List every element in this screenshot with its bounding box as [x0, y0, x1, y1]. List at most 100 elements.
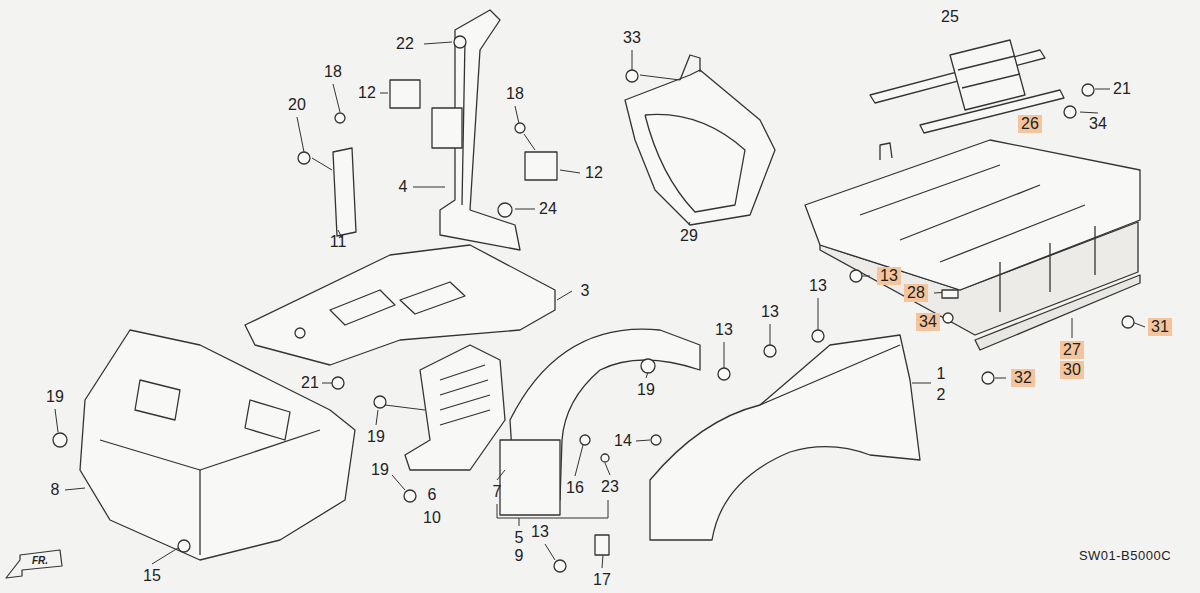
leader-lines [297, 117, 304, 152]
callout-number: 13 [809, 277, 827, 295]
leader-lines [575, 445, 583, 476]
under-panel-26 [860, 165, 1000, 215]
callout-number: 31 [1148, 318, 1172, 336]
bracket-25 [962, 74, 1020, 88]
air-duct-6 [405, 345, 505, 470]
callout-number: 18 [506, 85, 524, 103]
leader-lines [560, 170, 580, 173]
leader-lines [515, 209, 535, 210]
bracket-25 [870, 40, 1064, 133]
leader-lines [995, 378, 1006, 379]
bracket-25 [950, 40, 1025, 110]
under-panel-26 [940, 205, 1085, 262]
callout-number: 13 [877, 267, 901, 285]
callout-number: 25 [941, 8, 959, 26]
callout-number: 33 [623, 29, 641, 47]
callout-number: 2 [937, 386, 946, 404]
bracket-12 [390, 80, 420, 108]
callout-number: 11 [330, 233, 347, 251]
leader-lines [557, 291, 572, 300]
front-arrow [6, 550, 62, 578]
leader-lines [912, 383, 931, 384]
leader-lines [724, 342, 725, 368]
undercover-8 [135, 380, 180, 420]
under-panel-26 [900, 185, 1040, 240]
callout-number: 19 [371, 461, 389, 479]
callout-number: 26 [1018, 115, 1042, 133]
callout-number: 28 [904, 284, 928, 302]
callout-number: 22 [396, 35, 414, 53]
leader-lines [65, 488, 85, 490]
bolts [718, 368, 730, 380]
callout-number: 21 [1113, 80, 1131, 98]
bolts [554, 560, 566, 572]
callout-number: 18 [324, 63, 342, 81]
plate-11 [333, 148, 356, 236]
leader-lines [632, 50, 633, 70]
bolts [1082, 84, 1094, 96]
callout-number: 13 [715, 321, 733, 339]
bolts [595, 535, 609, 555]
callout-number: 5 [515, 529, 524, 547]
leader-lines [497, 470, 505, 480]
callout-number: 1 [937, 365, 946, 383]
leader-lines [392, 475, 405, 490]
callout-number: 29 [680, 227, 698, 245]
leader-lines [605, 463, 610, 475]
callout-number: 10 [423, 509, 441, 527]
bracket-12 [390, 80, 557, 180]
leader-lines [376, 410, 378, 425]
under-panel-26 [1049, 243, 1050, 292]
leader-lines [862, 276, 870, 277]
leader-lines [602, 555, 603, 568]
callout-number: 3 [581, 282, 590, 300]
under-panel-26 [880, 143, 892, 160]
callout-number: 19 [367, 428, 385, 446]
bolts [454, 36, 466, 48]
plate-11 [333, 148, 356, 236]
bolts [850, 270, 862, 282]
callout-number: 19 [46, 388, 64, 406]
fender-1 [650, 335, 920, 540]
pillar-4 [432, 10, 520, 250]
air-duct-6 [440, 395, 490, 410]
bolts [335, 113, 345, 123]
bolts [942, 290, 958, 298]
callout-number: 30 [1060, 361, 1084, 379]
callout-number: 7 [493, 483, 502, 501]
callout-number: 23 [601, 478, 619, 496]
undercover-3 [245, 245, 555, 365]
leader-lines [413, 187, 445, 188]
leader-lines [385, 405, 425, 410]
bolts [298, 152, 310, 164]
fender-1 [760, 345, 900, 405]
bolts [943, 313, 953, 323]
undercover-3 [245, 245, 555, 365]
bolts [498, 203, 512, 217]
leader-lines [333, 84, 340, 112]
bolts [515, 123, 525, 133]
leader-lines [545, 544, 555, 560]
bolts [374, 396, 386, 408]
undercover-8 [80, 330, 355, 560]
under-panel-26 [805, 140, 1140, 290]
leader-lines [640, 75, 680, 80]
duct-29 [645, 114, 745, 212]
callout-number: 24 [539, 200, 557, 218]
bolts [982, 372, 994, 384]
bolts [626, 70, 638, 82]
bolts [53, 433, 67, 447]
air-duct-6 [440, 365, 485, 380]
leader-lines [55, 409, 58, 432]
duct-29 [680, 55, 700, 80]
fender-1 [650, 335, 920, 540]
undercover-3 [295, 328, 305, 338]
side-strip-27 [975, 275, 1140, 350]
undercover-8 [100, 430, 320, 470]
pillar-4 [432, 108, 462, 148]
duct-29 [625, 55, 775, 225]
duct-29 [625, 70, 775, 225]
bolts [1064, 106, 1076, 118]
callout-number: 8 [51, 481, 60, 499]
